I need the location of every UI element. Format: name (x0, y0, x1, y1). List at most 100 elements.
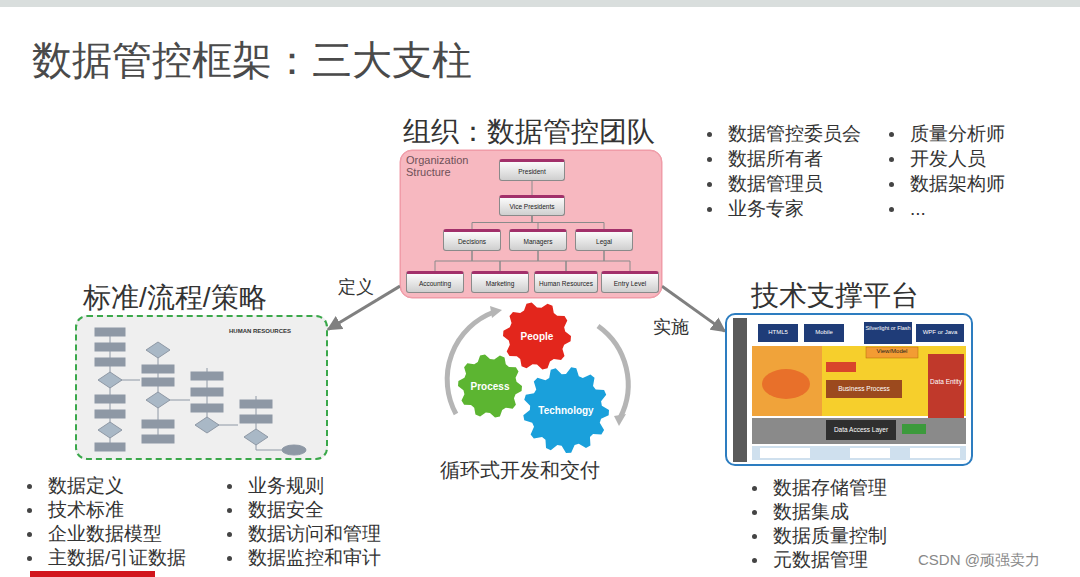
figure-label: Silverlight or Flash (864, 325, 912, 331)
figure-rect (826, 420, 896, 440)
node-text: Managers (522, 238, 555, 245)
figure-path (598, 326, 628, 418)
note-text: 循环式开发和交付 (440, 458, 600, 482)
figure-rect (191, 404, 223, 412)
figure-rect (866, 347, 918, 358)
bullet-item: 开发人员 (910, 148, 986, 171)
figure-rect (95, 358, 125, 366)
edge-label: 实施 (650, 317, 692, 339)
bullet-dot (227, 532, 232, 537)
org-line (435, 251, 472, 271)
bullet-item: 数据访问和管理 (248, 523, 381, 546)
figure-rect (910, 448, 960, 458)
panel-heading: 标准/流程/策略 (83, 282, 267, 314)
bullet-item: 企业数据模型 (48, 523, 162, 546)
org-panel-fill (400, 150, 662, 298)
bullet-dot (889, 182, 894, 187)
figure-rect (902, 424, 926, 434)
org-chart-box: President (499, 159, 565, 181)
bullet-item: 数据架构师 (910, 173, 1005, 196)
gear-outline (523, 367, 609, 453)
bullet-item: 业务专家 (728, 198, 804, 221)
figure-rect (916, 324, 964, 342)
bullet-item: 数据监控和审计 (248, 547, 381, 570)
figure-ellipse (762, 369, 810, 399)
org-line (538, 251, 566, 271)
bullet-item: 数据定义 (48, 475, 124, 498)
bullet-dot (707, 182, 712, 187)
org-line (566, 251, 604, 271)
figure-label: Data Access Layer (826, 426, 896, 434)
top-band (0, 0, 1080, 7)
cycle-arrow-head (614, 414, 626, 426)
figure-rect (95, 395, 125, 403)
figure-rect (240, 400, 272, 408)
red-bar (30, 571, 155, 577)
bullet-dot (227, 508, 232, 513)
figure-rect (826, 380, 902, 398)
bullet-item: 数据存储管理 (773, 477, 887, 500)
bullet-item: 数据管控委员会 (728, 123, 861, 146)
figure-rect (864, 322, 912, 344)
architecture-figure (725, 313, 973, 466)
figure-rect (191, 372, 223, 380)
figure-rect (95, 443, 125, 451)
org-chart-box: Managers (509, 229, 567, 251)
bullet-dot (27, 532, 32, 537)
bullet-dot (752, 558, 757, 563)
bullet-item: 数据所有者 (728, 148, 823, 171)
figure-rect (850, 448, 890, 458)
bullet-dot (752, 510, 757, 515)
figure-rect (752, 446, 966, 460)
figure-path (146, 342, 170, 358)
bullet-dot (752, 534, 757, 539)
figure-label: Organization Structure (406, 154, 484, 178)
figure-path (146, 392, 170, 408)
org-line (604, 251, 630, 271)
figure-rect (142, 365, 174, 373)
note-text: CSDN @顽强卖力 (918, 551, 1040, 569)
figure-rect (804, 324, 844, 342)
figure-label: WPF or Java (916, 329, 964, 336)
node-text: Vice Presidents (507, 203, 556, 210)
figure-label: Data Entity (928, 378, 964, 385)
figure-rect (752, 346, 822, 416)
panel-heading: 组织：数据管控团队 (403, 116, 655, 148)
figure-rect (733, 318, 747, 462)
slide-title: 数据管控框架：三大支柱 (32, 36, 472, 84)
figure-path (98, 422, 122, 438)
figure-rect (142, 435, 174, 443)
figure-label: HUMAN RESOURCES (212, 328, 308, 335)
figure-rect (95, 343, 125, 351)
gear-node: People (503, 302, 571, 370)
figure-label: Mobile (804, 329, 844, 336)
org-chart-box: Marketing (471, 271, 529, 293)
org-line (532, 216, 604, 229)
figure-rect (95, 328, 125, 336)
flow-panel-fill (75, 315, 328, 460)
figure-rect (95, 410, 125, 418)
org-chart-box: Entry Level (601, 271, 659, 293)
org-chart-box: Human Resources (534, 271, 598, 293)
figure-path (98, 372, 122, 388)
bullet-item: 元数据管理 (773, 549, 868, 572)
bullet-item: 技术标准 (48, 499, 124, 522)
bullet-dot (707, 207, 712, 212)
bullet-dot (707, 132, 712, 137)
node-text: Human Resources (537, 280, 595, 287)
node-text: Technology (538, 405, 593, 416)
flowchart-figure (95, 328, 306, 455)
figure-rect (240, 415, 272, 423)
org-chart-box: Accounting (406, 271, 464, 293)
figure-rect (142, 378, 174, 386)
figure-rect (752, 418, 966, 444)
figure-rect (928, 354, 964, 418)
bullet-item: 数据管理员 (728, 173, 823, 196)
node-text: Entry Level (612, 280, 649, 287)
figure-rect (191, 388, 223, 396)
node-text: President (516, 168, 547, 175)
bullet-dot (27, 508, 32, 513)
bullet-dot (752, 486, 757, 491)
